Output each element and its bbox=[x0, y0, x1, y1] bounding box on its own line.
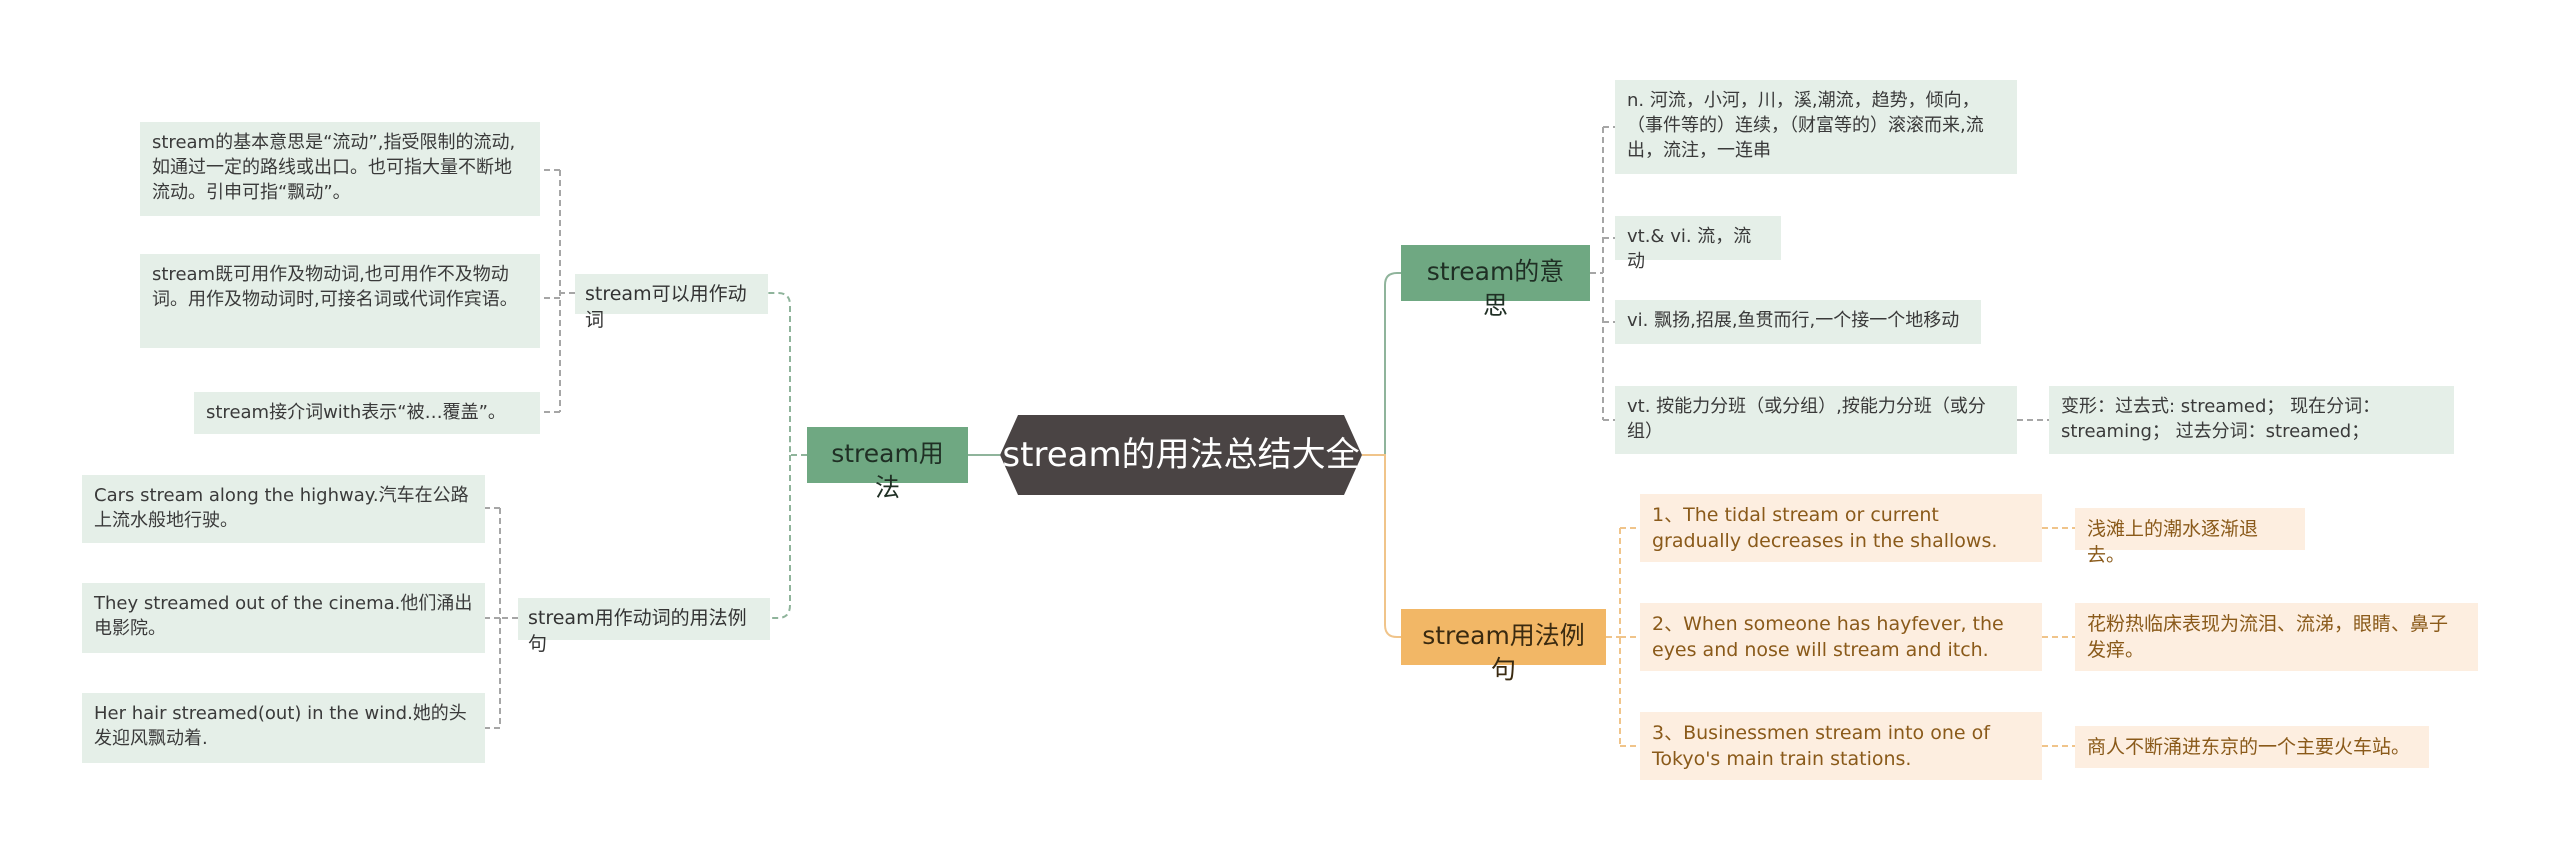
meaning-item-1[interactable]: n. 河流，小河，川，溪,潮流，趋势，倾向，（事件等的）连续，（财富等的）滚滚而… bbox=[1615, 80, 2017, 174]
central-topic-shape bbox=[1000, 415, 1362, 495]
central-topic-label: stream的用法总结大全 bbox=[1002, 435, 1360, 475]
verb-example-1[interactable]: Cars stream along the highway.汽车在公路上流水般地… bbox=[82, 475, 485, 543]
branch-meaning-label: stream的意思 bbox=[1426, 257, 1565, 320]
meaning-item-2[interactable]: vt.& vi. 流，流动 bbox=[1615, 216, 1781, 272]
branch-usage[interactable]: stream用法 bbox=[807, 427, 968, 502]
link-sentence-translations bbox=[2042, 527, 2075, 747]
subtopic-verb-examples[interactable]: stream用作动词的用法例句 bbox=[518, 598, 770, 655]
central-topic[interactable]: stream的用法总结大全 bbox=[1000, 415, 1362, 495]
meaning-item-4[interactable]: vt. 按能力分班（或分组）,按能力分班（或分组） bbox=[1615, 386, 2017, 454]
subtopic-verb-usage-label: stream可以用作动词 bbox=[585, 283, 747, 331]
subtopic-verb-usage[interactable]: stream可以用作动词 bbox=[575, 274, 768, 331]
verb-usage-note-3[interactable]: stream接介词with表示“被…覆盖”。 bbox=[194, 392, 540, 434]
verb-usage-note-2[interactable]: stream既可用作及物动词,也可用作不及物动词。用作及物动词时,可接名词或代词… bbox=[140, 254, 540, 348]
link-center-sentences bbox=[1362, 454, 1401, 638]
sentence-1[interactable]: 1、The tidal stream or current gradually … bbox=[1640, 494, 2042, 562]
link-verb-items bbox=[540, 169, 575, 413]
link-examples-items bbox=[485, 507, 518, 729]
verb-example-2[interactable]: They streamed out of the cinema.他们涌出电影院。 bbox=[82, 583, 485, 653]
link-sentences-items bbox=[1606, 527, 1640, 747]
branch-meaning[interactable]: stream的意思 bbox=[1401, 245, 1590, 320]
meaning-item-3[interactable]: vi. 飘扬,招展,鱼贯而行,一个接一个地移动 bbox=[1615, 300, 1981, 344]
sentence-2[interactable]: 2、When someone has hayfever, the eyes an… bbox=[1640, 603, 2042, 671]
sentence-3[interactable]: 3、Businessmen stream into one of Tokyo's… bbox=[1640, 712, 2042, 780]
link-center-meaning bbox=[1362, 272, 1401, 456]
link-meaning-items bbox=[1590, 126, 1615, 421]
sentence-3-translation[interactable]: 商人不断涌进东京的一个主要火车站。 bbox=[2075, 726, 2429, 768]
sentence-2-translation[interactable]: 花粉热临床表现为流泪、流涕，眼睛、鼻子发痒。 bbox=[2075, 603, 2478, 671]
link-usage-examples bbox=[770, 455, 791, 619]
subtopic-verb-examples-label: stream用作动词的用法例句 bbox=[528, 607, 747, 655]
verb-example-3[interactable]: Her hair streamed(out) in the wind.她的头发迎… bbox=[82, 693, 485, 763]
link-usage-verb bbox=[768, 292, 807, 456]
sentence-1-translation[interactable]: 浅滩上的潮水逐渐退去。 bbox=[2075, 508, 2305, 566]
verb-usage-note-1[interactable]: stream的基本意思是“流动”,指受限制的流动,如通过一定的路线或出口。也可指… bbox=[140, 122, 540, 216]
meaning-inflections[interactable]: 变形：过去式: streamed； 现在分词：streaming； 过去分词：s… bbox=[2049, 386, 2454, 454]
branch-sentences-label: stream用法例句 bbox=[1422, 621, 1585, 684]
branch-usage-label: stream用法 bbox=[831, 439, 944, 502]
branch-sentences[interactable]: stream用法例句 bbox=[1401, 609, 1606, 684]
